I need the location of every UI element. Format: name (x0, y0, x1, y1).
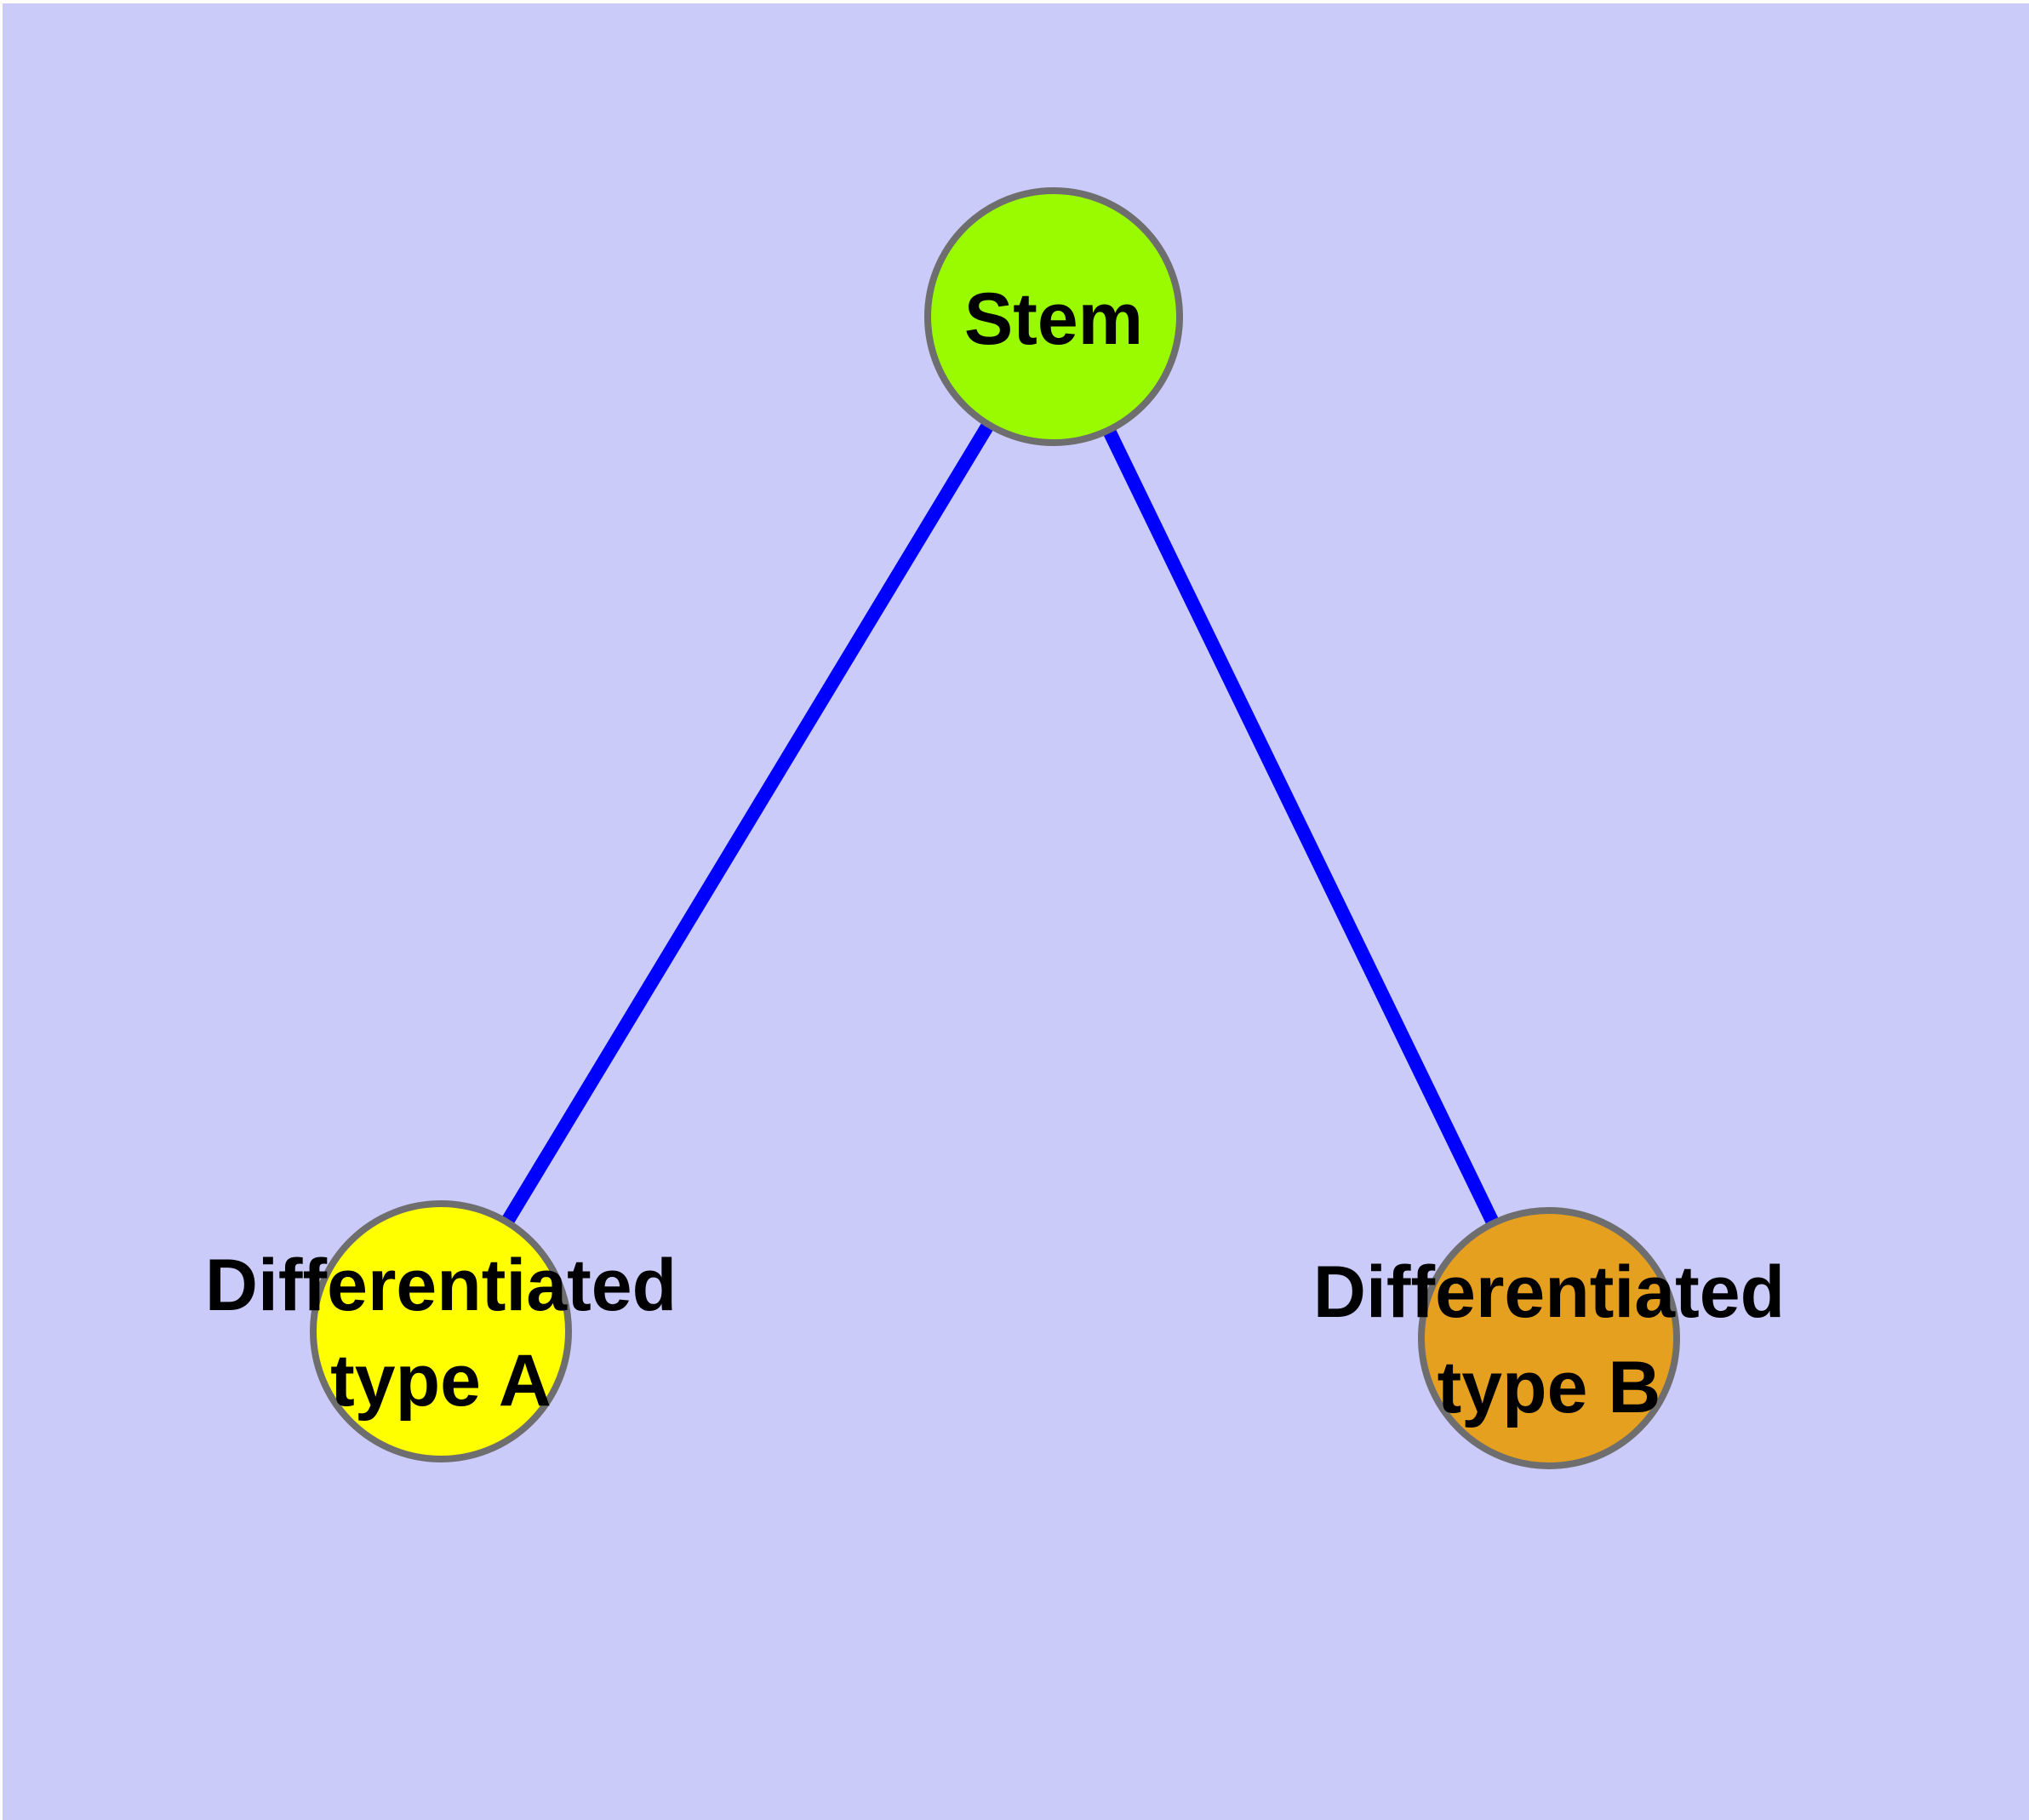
type-a-node (310, 1200, 572, 1462)
type-b-node-label-line2: type B (1437, 1347, 1661, 1428)
type-a-node-label-line2: type A (330, 1340, 552, 1422)
edge-stem-to-type-b (1047, 313, 1556, 1342)
type-a-node-label-line1: Differentiated (205, 1245, 677, 1326)
stem-node-label: Stem (964, 278, 1143, 360)
type-b-node-label-line1: Differentiated (1313, 1251, 1785, 1333)
type-b-node (1418, 1207, 1680, 1469)
edge-stem-to-type-a (435, 312, 1060, 1336)
stem-node (924, 187, 1183, 446)
